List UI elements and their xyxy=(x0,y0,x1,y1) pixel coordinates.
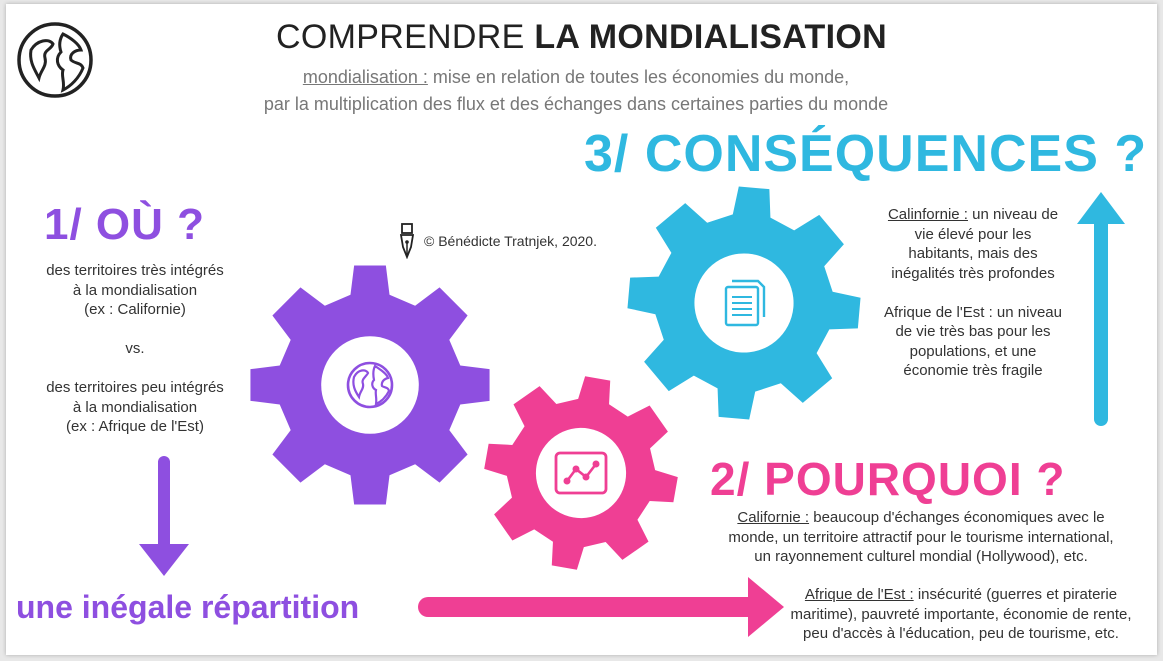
section2-africa-line: maritime), pauvreté importante, économie… xyxy=(790,605,1132,623)
title-part1: COMPRENDRE xyxy=(276,18,535,56)
section3-line: populations, et une xyxy=(909,342,1037,360)
page-title: COMPRENDRE LA MONDIALISATION xyxy=(6,18,1157,57)
globe-logo-icon xyxy=(17,22,93,98)
up-arrow xyxy=(1077,192,1125,426)
section1-line: (ex : Afrique de l'Est) xyxy=(66,418,204,435)
section1-line: à la mondialisation xyxy=(72,281,198,299)
section1-text: des territoires très intégrés à la mondi… xyxy=(20,261,250,437)
gear-blue xyxy=(618,177,870,429)
section2-california-text: Californie : beaucoup d'échanges économi… xyxy=(698,508,1144,567)
definition-line2: par la multiplication des flux et des éc… xyxy=(263,94,889,114)
section2-california-line: beaucoup d'échanges économiques avec le xyxy=(809,509,1105,526)
section1-line: à la mondialisation xyxy=(72,398,198,416)
right-arrow xyxy=(418,577,784,637)
section3-heading: 3/ CONSÉQUENCES ? xyxy=(584,125,1148,183)
section2-africa-line: peu d'accès à l'éducation, peu de touris… xyxy=(803,625,1119,642)
section2-africa-line: insécurité (guerres et piraterie xyxy=(913,586,1118,603)
gear-pink xyxy=(469,361,693,585)
section1-line: vs. xyxy=(125,340,145,357)
definition-term: mondialisation : xyxy=(302,67,428,87)
section2-california-line: monde, un territoire attractif pour le t… xyxy=(728,528,1114,546)
globe-icon xyxy=(346,361,394,409)
section3-california-text: un niveau de xyxy=(967,206,1059,223)
definition-line1: mise en relation de toutes les économies… xyxy=(427,67,850,87)
section3-spacer xyxy=(868,283,1078,303)
section3-line: Afrique de l'Est : un niveau xyxy=(884,303,1062,321)
section2-california-line: un rayonnement culturel mondial (Hollywo… xyxy=(754,548,1088,565)
section1-spacer xyxy=(20,320,250,340)
down-arrow xyxy=(139,456,189,576)
section1-line: des territoires peu intégrés xyxy=(46,379,224,396)
section2-africa-label: Afrique de l'Est : xyxy=(804,586,914,603)
fountain-pen-icon xyxy=(399,223,415,259)
section3-line: de vie très bas pour les xyxy=(895,323,1051,340)
section1-spacer xyxy=(20,359,250,379)
conclusion-text: une inégale répartition xyxy=(16,589,360,625)
section3-line: vie élevé pour les xyxy=(914,225,1032,243)
documents-icon xyxy=(724,279,766,327)
credit: © Bénédicte Tratnjek, 2020. xyxy=(396,222,597,260)
title-part2: LA MONDIALISATION xyxy=(534,18,887,56)
definition: mondialisation : mise en relation de tou… xyxy=(226,64,926,118)
chart-icon xyxy=(554,451,608,495)
section2-africa-text: Afrique de l'Est : insécurité (guerres e… xyxy=(776,585,1146,644)
section1-heading: 1/ OÙ ? xyxy=(44,200,206,249)
gear-purple xyxy=(250,265,490,505)
section3-line: économie très fragile xyxy=(903,362,1043,379)
section3-california-label: Calinfornie : xyxy=(887,206,968,223)
section1-line: (ex : Californie) xyxy=(84,301,186,318)
section3-text: Calinfornie : un niveau de vie élevé pou… xyxy=(868,205,1078,381)
section3-line: inégalités très profondes xyxy=(891,264,1055,282)
credit-text: © Bénédicte Tratnjek, 2020. xyxy=(424,233,597,249)
section3-line: habitants, mais des xyxy=(908,245,1038,262)
section1-line: des territoires très intégrés xyxy=(46,262,224,279)
infographic-page: COMPRENDRE LA MONDIALISATION mondialisat… xyxy=(6,4,1157,655)
section2-heading: 2/ POURQUOI ? xyxy=(710,453,1066,505)
section2-california-label: Californie : xyxy=(737,509,810,526)
